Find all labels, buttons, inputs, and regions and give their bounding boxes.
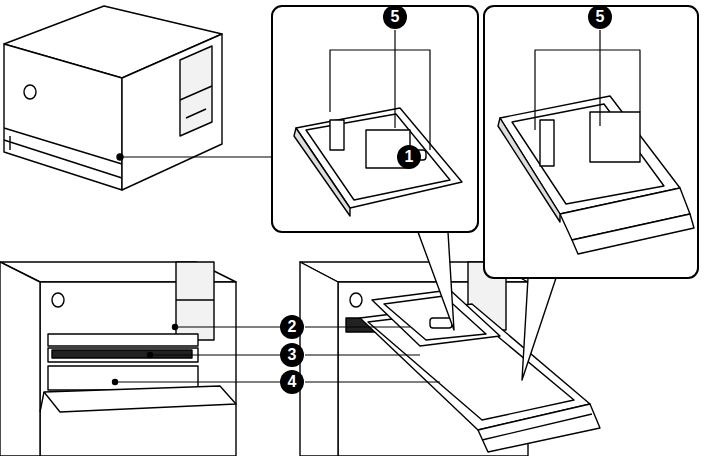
callout-circle: 2 (280, 315, 304, 339)
callout-number: 3 (288, 346, 297, 363)
callout-circle: 5 (588, 5, 612, 29)
printer-body (4, 6, 222, 190)
callout-circle: 5 (383, 5, 407, 29)
callout-number: 1 (405, 148, 414, 165)
callout-circle: 3 (280, 343, 304, 367)
callout-number: 5 (391, 8, 400, 25)
callout-circle: 1 (397, 145, 421, 169)
callout-number: 2 (288, 318, 297, 335)
zoom-inset (484, 6, 698, 380)
callout-number: 4 (288, 373, 297, 390)
callout-number: 5 (596, 8, 605, 25)
callout-circle: 4 (280, 370, 304, 394)
zoom-inset (272, 6, 478, 330)
printer-body (0, 262, 236, 456)
